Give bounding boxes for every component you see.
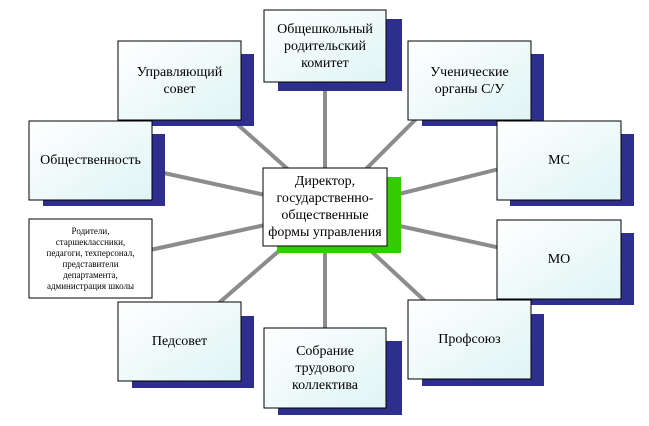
parent-committee-label: Общешкольный родительский комитет [277,21,373,71]
pedagogical-council-label: Педсовет [151,334,208,349]
box-center [262,167,388,247]
governing-council-label: Управляющий совет [136,64,223,97]
public-label: Общественность [40,153,141,168]
box-labor-assembly [263,327,387,409]
connector-public [149,168,266,197]
connector-stakeholders [149,223,266,252]
ms-label: МС [548,153,570,168]
box-public [28,120,153,201]
mo-label: МО [547,252,571,267]
connector-mo [394,223,511,252]
box-parent-committee [263,9,387,83]
boxes [28,9,622,409]
box-mo [496,219,622,300]
box-stakeholders [28,218,153,299]
trade-union-label: Профсоюз [438,332,501,347]
stakeholders-label: Родители, старшеклассники, педагоги, тех… [46,225,135,291]
box-governing-council [117,40,242,121]
box-ms [496,120,622,201]
box-trade-union [407,299,532,380]
box-student-bodies [407,40,532,121]
labor-assembly-label: Собрание трудового коллектива [292,343,358,393]
center-label: Директор, государственно- общественные ф… [268,174,382,240]
student-bodies-label: Ученические органы С/У [430,64,509,97]
box-pedagogical-council [117,301,242,382]
connector-ms [394,163,516,197]
